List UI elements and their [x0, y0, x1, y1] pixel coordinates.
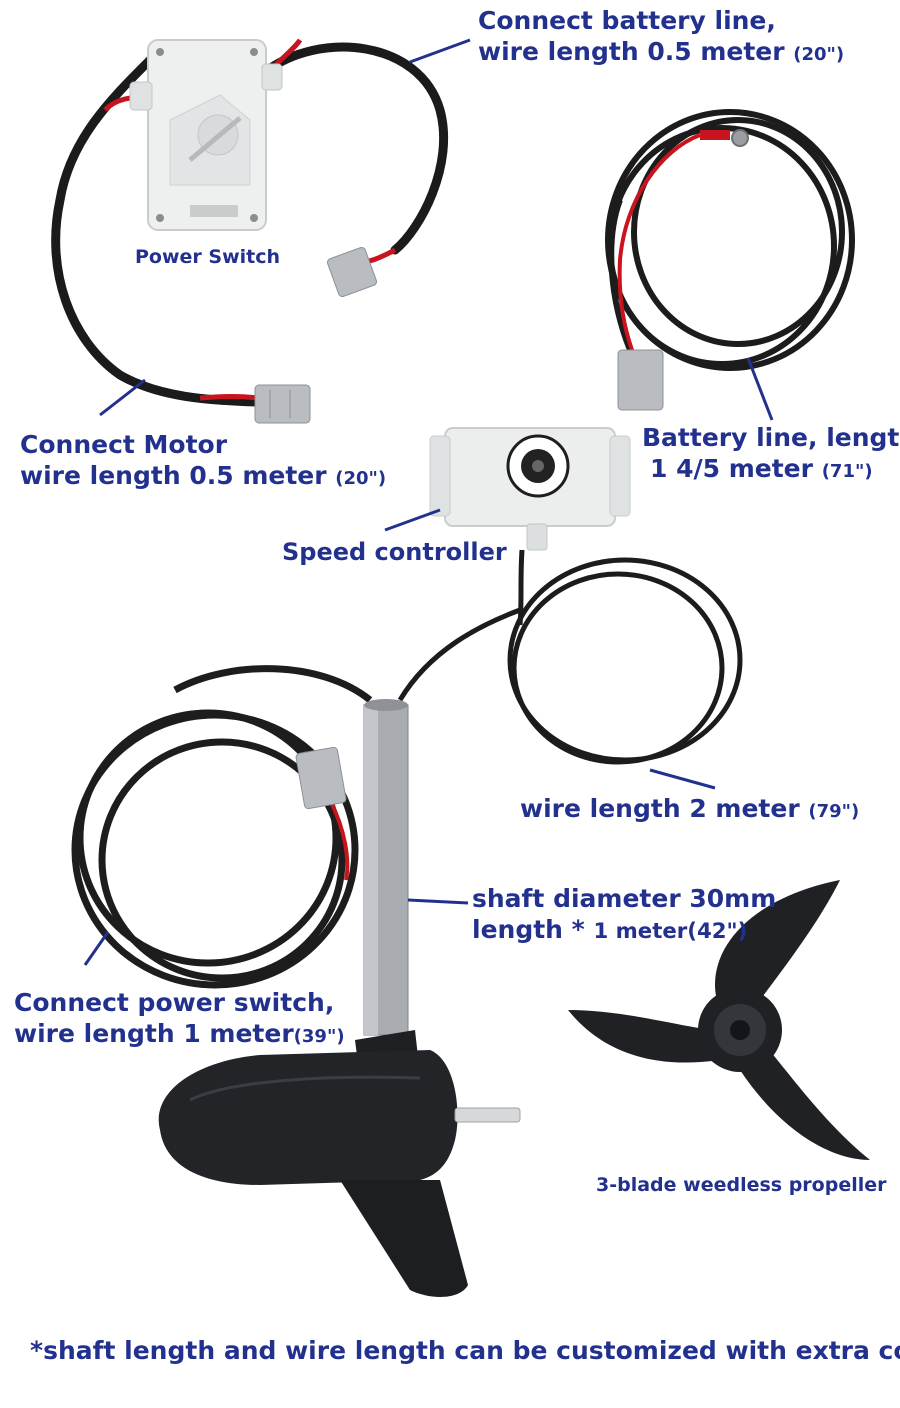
label-connect-motor-line1: Connect Motor: [20, 430, 228, 459]
label-shaft-length: 1 meter(42"): [593, 918, 748, 944]
motor-shaft: [363, 699, 409, 1036]
label-connect-power-switch-line1: Connect power switch,: [14, 988, 335, 1017]
power-switch-box: [129, 39, 283, 231]
label-battery-line-inches: (71"): [821, 460, 873, 482]
connector-motor-cable: [295, 746, 347, 810]
label-wire-2m: wire length 2 meter (79"): [520, 794, 859, 825]
label-connect-power-switch: Connect power switch, wire length 1 mete…: [14, 988, 345, 1049]
label-battery-line-line2: 1 4/5 meter: [650, 453, 813, 483]
label-battery-line: Battery line, length 1 4/5 meter (71"): [642, 423, 900, 484]
label-connect-motor-line2: wire length 0.5 meter: [20, 460, 327, 490]
label-shaft-line2: length *: [472, 914, 594, 944]
speed-controller-cable: [397, 549, 743, 765]
label-propeller: 3-blade weedless propeller: [596, 1174, 887, 1196]
label-connect-motor: Connect Motor wire length 0.5 meter (20"…: [20, 430, 386, 491]
red-wire-connector-b: [199, 394, 259, 401]
label-shaft-line1: shaft diameter 30mm: [472, 884, 777, 913]
power-switch-cable: [51, 42, 449, 407]
propeller: [568, 880, 870, 1160]
label-wire-2m-inches: (79"): [808, 801, 860, 822]
label-connect-battery-line1: Connect battery line,: [478, 6, 776, 35]
label-power-switch: Power Switch: [135, 246, 281, 268]
power-switch-wire-coil: [71, 665, 373, 989]
label-connect-power-switch-line2: wire length 1 meter: [14, 1018, 294, 1048]
connector-motor-switch: [254, 384, 311, 424]
label-shaft: shaft diameter 30mm length * 1 meter(42"…: [472, 884, 776, 945]
motor-body: [158, 1030, 521, 1297]
power-switch-red-wire: [328, 799, 350, 881]
label-connect-battery-inches: (20"): [793, 43, 845, 65]
label-speed-controller: Speed controller: [282, 538, 507, 566]
label-connect-battery: Connect battery line, wire length 0.5 me…: [478, 6, 844, 67]
connector-battery-switch: [326, 246, 378, 298]
label-connect-power-switch-inches: (39"): [293, 1025, 345, 1047]
battery-red-wire: [617, 133, 701, 351]
label-wire-2m-main: wire length 2 meter: [520, 794, 800, 823]
connector-battery-line: [617, 349, 664, 411]
label-connect-battery-line2: wire length 0.5 meter: [478, 36, 785, 66]
leader-lines: [83, 38, 774, 966]
speed-controller-box: [429, 427, 631, 551]
label-battery-line-line1: Battery line, length: [642, 423, 900, 452]
footer-note: *shaft length and wire length can be cus…: [30, 1336, 900, 1365]
battery-ring-terminal: [700, 129, 749, 147]
label-connect-motor-inches: (20"): [335, 467, 387, 489]
battery-line-coil: [605, 109, 855, 371]
